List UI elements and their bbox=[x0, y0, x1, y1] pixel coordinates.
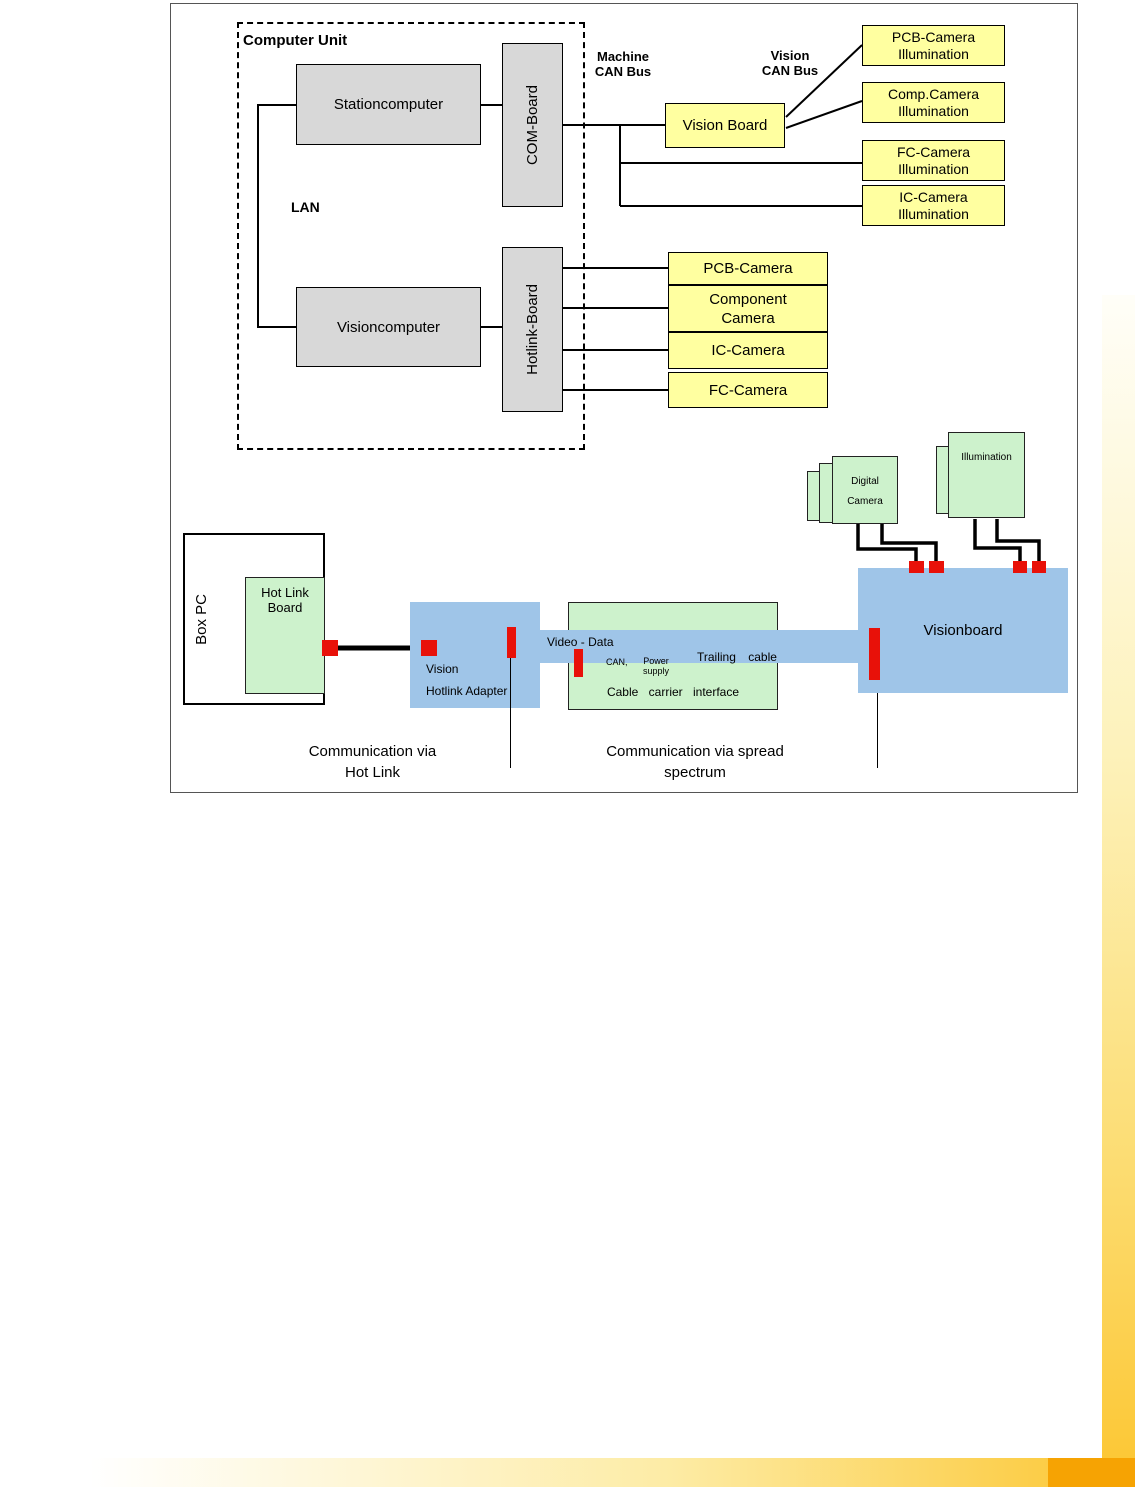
visioncomputer-box: Visioncomputer bbox=[296, 287, 481, 367]
visionboard-top-connector-3 bbox=[1013, 561, 1027, 573]
digital-camera-cable-1 bbox=[856, 524, 918, 564]
lan-label: LAN bbox=[291, 199, 320, 215]
accent-bottom-strip bbox=[90, 1458, 1135, 1487]
diagram-frame bbox=[170, 3, 1078, 793]
cable-carrier-connector bbox=[574, 649, 583, 677]
digital-camera-box: Digital Camera bbox=[832, 456, 898, 524]
cable-carrier-label: Cable carrier interface bbox=[606, 685, 740, 699]
adapter-connector bbox=[507, 627, 516, 658]
vision-board-box: Vision Board bbox=[665, 103, 785, 148]
power-supply-label: Power supply bbox=[642, 656, 669, 676]
ic-camera-illumination-box: IC-Camera Illumination bbox=[862, 185, 1005, 226]
lan-line bbox=[257, 104, 296, 328]
video-data-band: Video - Data bbox=[540, 630, 880, 663]
hotlink-board-label: Hotlink-Board bbox=[524, 284, 541, 375]
stationcomputer-box: Stationcomputer bbox=[296, 64, 481, 145]
computer-unit-title: Computer Unit bbox=[243, 32, 348, 49]
comp-camera-illumination-box: Comp.Camera Illumination bbox=[862, 82, 1005, 123]
box-pc-label-wrap: Box PC bbox=[188, 533, 214, 705]
machine-can-bus-label: Machine CAN Bus bbox=[594, 49, 652, 79]
spread-leader-line bbox=[877, 693, 878, 768]
illumination-box: Illumination bbox=[948, 432, 1025, 518]
caption-hot-link: Communication via Hot Link bbox=[308, 743, 437, 781]
video-data-label: Video - Data bbox=[547, 635, 614, 649]
visionboard-top-connector-4 bbox=[1032, 561, 1046, 573]
computer-unit-group bbox=[237, 22, 585, 450]
pcb-camera-illumination-box: PCB-Camera Illumination bbox=[862, 25, 1005, 66]
visionboard-box: Visionboard bbox=[858, 568, 1068, 693]
visionboard-left-connector bbox=[869, 628, 880, 680]
visionboard-top-connector-1 bbox=[909, 561, 924, 573]
illumination-cable-1 bbox=[973, 519, 1022, 564]
vision-can-bus-label: Vision CAN Bus bbox=[761, 48, 819, 78]
pcb-camera-box: PCB-Camera bbox=[668, 252, 828, 285]
illumination-cable-2 bbox=[995, 519, 1041, 564]
hotlink-connector-left bbox=[322, 640, 338, 656]
component-camera-box: Component Camera bbox=[668, 285, 828, 332]
hotlink-board-box: Hotlink-Board bbox=[502, 247, 563, 412]
com-board-label: COM-Board bbox=[524, 84, 541, 166]
visionboard-top-connector-2 bbox=[929, 561, 944, 573]
com-board-box: COM-Board bbox=[502, 43, 563, 207]
fc-camera-box: FC-Camera bbox=[668, 372, 828, 408]
vision-can-line-2 bbox=[785, 100, 863, 129]
hot-link-board-box: Hot Link Board bbox=[245, 577, 325, 694]
accent-right-strip bbox=[1102, 295, 1135, 1487]
vision-can-line-1 bbox=[785, 44, 863, 118]
hotlink-connector-right bbox=[421, 640, 437, 656]
trailing-cable-label: Trailing cable bbox=[697, 650, 777, 664]
vision-hotlink-adapter-label: Vision Hotlink Adapter bbox=[426, 662, 508, 698]
can-label: CAN, bbox=[606, 657, 628, 667]
fc-camera-illumination-box: FC-Camera Illumination bbox=[862, 140, 1005, 181]
ic-camera-box: IC-Camera bbox=[668, 332, 828, 369]
digital-camera-cable-2 bbox=[880, 524, 938, 564]
caption-spread-spectrum: Communication via spread spectrum bbox=[606, 743, 784, 781]
hotlink-leader-line bbox=[510, 658, 511, 768]
box-pc-label: Box PC bbox=[192, 593, 210, 645]
accent-corner-block bbox=[1048, 1458, 1135, 1487]
